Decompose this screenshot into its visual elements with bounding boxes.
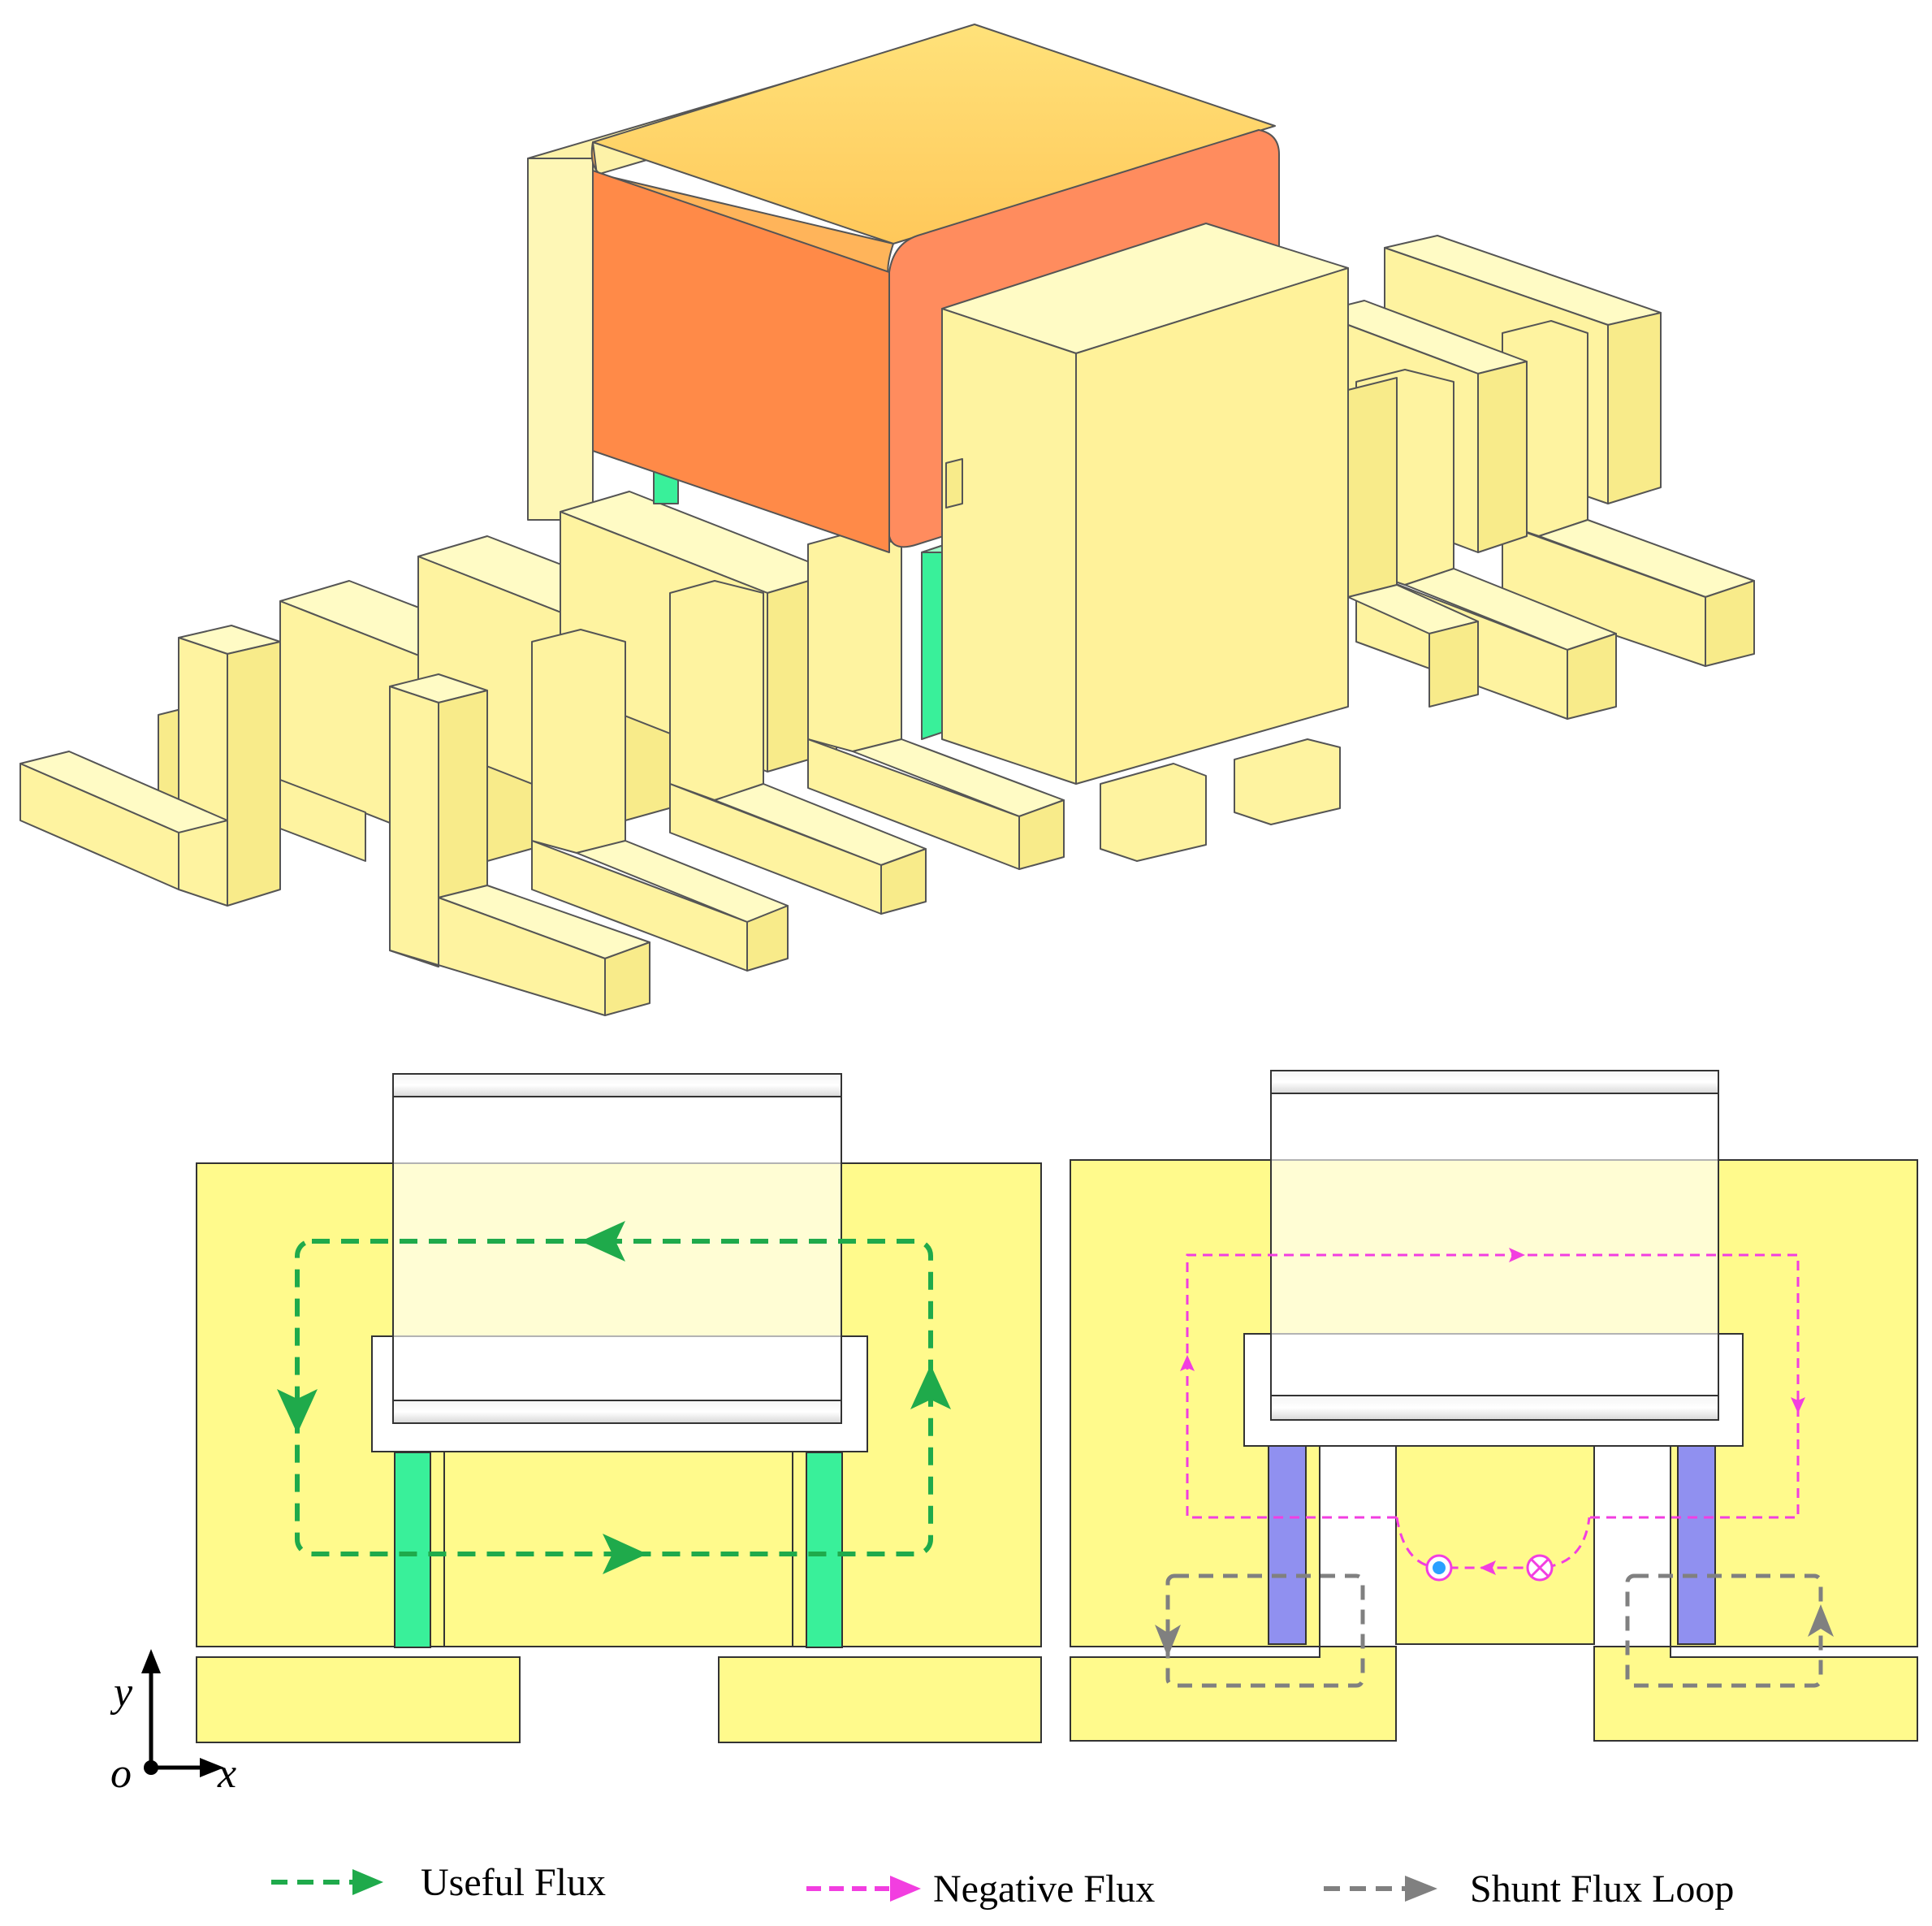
y-axis-label: y (110, 1669, 133, 1716)
coil-top-bar-left (392, 1073, 842, 1097)
legend-item-negative: Negative Flux (806, 1868, 1155, 1911)
current-symbols (1425, 1554, 1554, 1582)
current-in-icon (1526, 1554, 1554, 1582)
useful-flux-arrows (277, 1221, 951, 1574)
front-right-core-block (941, 223, 1349, 862)
core-pole-left-b (718, 1656, 1042, 1743)
magnet-right-1 (1268, 1445, 1307, 1645)
magnet-left-1 (394, 1452, 431, 1648)
section-right (1070, 1070, 1918, 1742)
coil-outline-right (1270, 1070, 1719, 1421)
core-pole-left-a (196, 1656, 521, 1743)
legend-label-useful: Useful Flux (421, 1861, 606, 1904)
core-pole-right-b (1593, 1646, 1918, 1742)
right-comb-teeth (1315, 235, 1755, 720)
coil-top-bar-right (1270, 1070, 1719, 1094)
origin-label: o (110, 1751, 132, 1797)
current-out-icon (1425, 1554, 1453, 1582)
legend-item-useful: Useful Flux (271, 1861, 606, 1904)
axis-indicator: y o x (110, 1649, 236, 1797)
magnet-left-2 (806, 1452, 843, 1648)
coil-bottom-bar-left (392, 1400, 842, 1424)
legend-label-negative: Negative Flux (933, 1868, 1155, 1911)
left-comb-teeth (19, 491, 1065, 1016)
legend: Useful Flux Negative Flux Shunt Flux Loo… (271, 1861, 1734, 1911)
shunt-flux-loops (1165, 1573, 1823, 1688)
legend-label-shunt: Shunt Flux Loop (1470, 1868, 1734, 1911)
isometric-model (19, 24, 1755, 1016)
section-left (196, 1073, 1042, 1743)
shunt-flux-arrows (1155, 1604, 1834, 1657)
core-pole-right-a (1070, 1646, 1397, 1742)
x-axis-label: x (217, 1751, 236, 1797)
center-tooth (1395, 1445, 1595, 1645)
magnet-right-2 (1677, 1445, 1716, 1645)
coil-bottom-bar-right (1270, 1395, 1719, 1421)
legend-item-shunt: Shunt Flux Loop (1324, 1868, 1734, 1911)
negative-flux-arrows (1180, 1248, 1805, 1575)
